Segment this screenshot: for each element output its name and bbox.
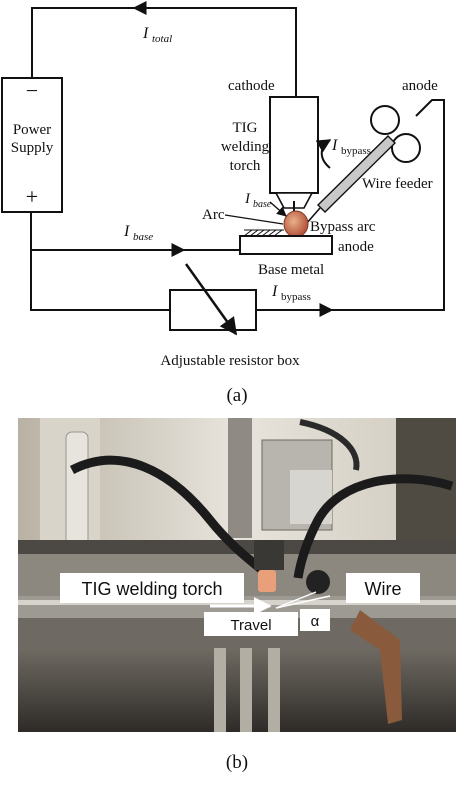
setup-photograph: TIG welding torch Wire α Travel xyxy=(18,418,456,732)
arc-droplet xyxy=(283,210,309,238)
angle-wire-line xyxy=(275,591,317,609)
angle-ref-line xyxy=(275,595,331,609)
power-supply-plus: + xyxy=(26,184,38,209)
current-base-top-symbol: I xyxy=(244,191,251,207)
current-bypass-bottom-sub: bypass xyxy=(281,291,311,303)
travel-label: Travel xyxy=(230,617,271,634)
wire-label-box xyxy=(346,573,420,603)
torch-column xyxy=(228,418,252,538)
current-bypass-bottom-symbol: I xyxy=(271,283,278,300)
torch-label-3: torch xyxy=(230,158,261,174)
gas-cylinder xyxy=(65,431,89,553)
lead-screw-2 xyxy=(240,648,252,732)
torch-head xyxy=(254,540,284,570)
power-supply-box xyxy=(1,77,63,213)
base-metal-plate xyxy=(239,235,333,255)
current-base-left-sub: base xyxy=(133,231,153,243)
power-supply-label-2: Supply xyxy=(11,140,54,156)
resistor-box xyxy=(169,289,257,331)
clamp-handle xyxy=(350,610,402,724)
current-total-label: I total xyxy=(142,25,172,45)
torch-body xyxy=(269,96,319,194)
current-base-top-label: I base xyxy=(244,191,272,210)
arc-label: Arc xyxy=(202,207,225,223)
current-base-left-label: I base xyxy=(123,223,153,243)
torch-nozzle xyxy=(274,192,314,209)
current-base-left-symbol: I xyxy=(123,223,130,240)
wire-feeder-label: Wire feeder xyxy=(362,176,433,192)
current-base-top-sub: base xyxy=(253,199,272,210)
arrow-bypass-torch xyxy=(315,139,332,169)
wire-photo-label: Wire xyxy=(365,579,402,599)
wire-conduit xyxy=(317,135,396,213)
alpha-label: α xyxy=(311,613,320,630)
cathode-label: cathode xyxy=(228,78,275,94)
current-bypass-torch-symbol: I xyxy=(331,137,338,154)
resistor-label: Adjustable resistor box xyxy=(160,353,300,369)
current-total-symbol: I xyxy=(142,25,149,42)
arrow-base-top xyxy=(269,201,287,217)
wire-feed-nozzle xyxy=(306,570,330,594)
base-metal-label: Base metal xyxy=(258,262,324,278)
caption-a: (a) xyxy=(226,385,247,406)
weld-bead-hatch xyxy=(243,229,284,237)
current-bypass-bottom-label: I bypass xyxy=(271,283,311,303)
feeder-cable xyxy=(299,419,360,471)
lead-screw-3 xyxy=(268,648,280,732)
ceramic-nozzle xyxy=(258,570,276,592)
resistor-adjust-arrow xyxy=(184,263,238,336)
travel-label-box xyxy=(204,612,298,636)
wire-cable xyxy=(293,474,454,579)
torch-label-1: TIG xyxy=(233,120,258,136)
current-total-sub: total xyxy=(152,33,172,45)
feeder-roller-bottom xyxy=(391,133,421,163)
torch-cable xyxy=(69,455,265,574)
circuit-schematic: − Power Supply + I total cathode TIG wel… xyxy=(1,0,445,406)
alpha-label-box xyxy=(300,609,330,631)
lead-screw-1 xyxy=(214,648,226,732)
bypass-arc-label: Bypass arc xyxy=(310,219,376,235)
power-supply-label-1: Power xyxy=(13,122,51,138)
anode-top-label: anode xyxy=(402,78,438,94)
current-bypass-torch-sub: bypass xyxy=(341,145,371,157)
current-bypass-torch-label: I bypass xyxy=(331,137,371,157)
torch-label-box xyxy=(60,573,244,603)
torch-label-2: welding xyxy=(221,139,270,155)
feeder-roller-top xyxy=(370,105,400,135)
filler-wire xyxy=(305,207,321,225)
anode-lower-label: anode xyxy=(338,239,374,255)
arc-pointer xyxy=(224,214,284,225)
caption-b: (b) xyxy=(226,752,248,773)
torch-photo-label: TIG welding torch xyxy=(81,579,222,599)
power-supply-minus: − xyxy=(26,78,38,103)
